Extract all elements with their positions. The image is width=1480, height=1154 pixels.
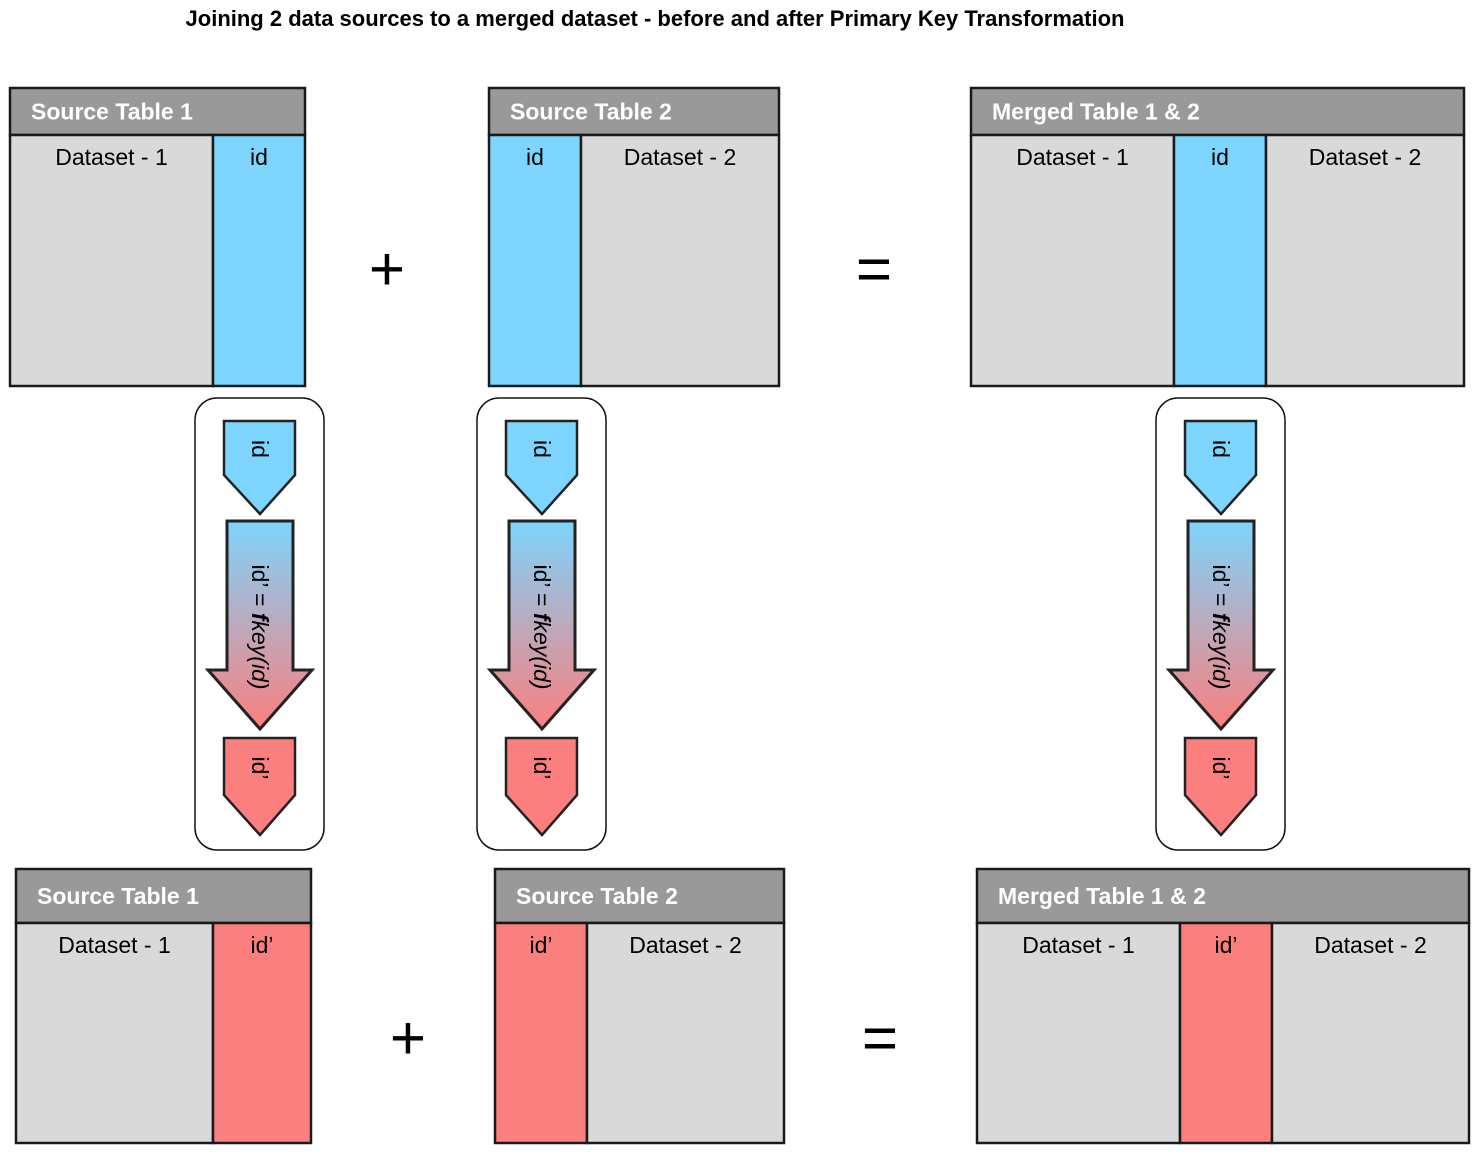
column-body	[14, 921, 215, 1145]
function-name: f	[529, 613, 555, 623]
transform-arrow-icon	[1165, 519, 1277, 732]
column-label: Dataset - 2	[624, 144, 737, 170]
column-label: id’	[1214, 932, 1237, 958]
table-title: Merged Table 1 & 2	[998, 883, 1206, 909]
output-id-label: id’	[1208, 756, 1234, 779]
function-name: f	[1208, 613, 1234, 623]
column-label: Dataset - 1	[1016, 144, 1129, 170]
table-column: Dataset - 2	[579, 133, 781, 388]
table-header	[969, 86, 1466, 137]
table-column: Dataset - 2	[585, 921, 786, 1145]
input-id-label: id	[529, 440, 555, 458]
function-prefix: id’ =	[529, 564, 555, 612]
table-title: Source Table 1	[31, 99, 193, 125]
column-body	[1264, 133, 1466, 388]
output-id-label: id’	[529, 756, 555, 779]
transform-function-label: id’ = fkey(id)	[247, 564, 273, 689]
column-body	[1178, 921, 1274, 1145]
function-prefix: id’ =	[247, 564, 273, 612]
input-id-arrow-icon	[504, 419, 579, 516]
table-header	[8, 86, 307, 137]
column-label: id’	[250, 932, 273, 958]
column-label: id’	[529, 932, 552, 958]
table-title: Source Table 1	[37, 883, 199, 909]
transform-arrow-icon	[204, 519, 316, 732]
transform-function-label: id’ = fkey(id)	[529, 564, 555, 689]
function-rest: key(id)	[529, 621, 555, 690]
table-column: Dataset - 2	[1264, 133, 1466, 388]
column-body	[493, 921, 589, 1145]
column-label: Dataset - 1	[1022, 932, 1135, 958]
column-label: Dataset - 2	[1314, 932, 1427, 958]
table-column: Dataset - 1	[14, 921, 215, 1145]
function-prefix: id’ =	[1208, 564, 1234, 612]
table-title: Source Table 2	[516, 883, 678, 909]
table-title: Merged Table 1 & 2	[992, 99, 1200, 125]
table-header	[487, 86, 781, 137]
table-column: id’	[1178, 921, 1274, 1145]
column-label: id	[250, 144, 268, 170]
table-after-2: Source Table 2 id’ Dataset - 2	[493, 867, 786, 1145]
column-body	[1172, 133, 1268, 388]
plus-operator: +	[390, 1004, 426, 1073]
table-column: id’	[211, 921, 313, 1145]
column-label: Dataset - 2	[629, 932, 742, 958]
table-header	[975, 867, 1471, 925]
table-before-2: Source Table 2 id Dataset - 2	[487, 86, 781, 388]
table-column: id	[211, 133, 307, 388]
equals-operator: =	[862, 1004, 898, 1073]
input-id-label: id	[247, 440, 273, 458]
plus-operator: +	[369, 235, 405, 304]
key-transform-group-1: id id’ = fkey(id) id’	[194, 397, 325, 851]
column-body	[579, 133, 781, 388]
function-name: f	[247, 613, 273, 623]
input-id-arrow-icon	[1183, 419, 1258, 516]
function-rest: key(id)	[1208, 621, 1234, 690]
table-column: Dataset - 2	[1270, 921, 1471, 1145]
input-id-arrow-icon	[222, 419, 297, 516]
table-after-3: Merged Table 1 & 2 Dataset - 1 id’ Dataset …	[975, 867, 1471, 1145]
column-body	[8, 133, 215, 388]
table-column: id’	[493, 921, 589, 1145]
table-column: Dataset - 1	[8, 133, 215, 388]
column-body	[975, 921, 1182, 1145]
input-id-label: id	[1208, 440, 1234, 458]
column-label: id	[526, 144, 544, 170]
column-body	[211, 921, 313, 1145]
key-transform-group-3: id id’ = fkey(id) id’	[1155, 397, 1286, 851]
table-title: Source Table 2	[510, 99, 672, 125]
column-label: Dataset - 2	[1309, 144, 1422, 170]
table-column: Dataset - 1	[975, 921, 1182, 1145]
table-before-3: Merged Table 1 & 2 Dataset - 1 id Dataset -…	[969, 86, 1466, 388]
transform-arrow-icon	[486, 519, 598, 732]
equals-operator: =	[856, 235, 892, 304]
column-body	[1270, 921, 1471, 1145]
table-before-1: Source Table 1 Dataset - 1 id	[8, 86, 307, 388]
column-body	[969, 133, 1176, 388]
output-id-label: id’	[247, 756, 273, 779]
column-label: Dataset - 1	[55, 144, 168, 170]
diagram-title: Joining 2 data sources to a merged datas…	[185, 6, 1125, 31]
output-id-arrow-icon	[504, 736, 579, 837]
column-body	[487, 133, 583, 388]
column-label: Dataset - 1	[58, 932, 171, 958]
transform-function-label: id’ = fkey(id)	[1208, 564, 1234, 689]
function-rest: key(id)	[247, 621, 273, 690]
table-column: Dataset - 1	[969, 133, 1176, 388]
output-id-arrow-icon	[1183, 736, 1258, 837]
key-transform-group-2: id id’ = fkey(id) id’	[476, 397, 607, 851]
table-column: id	[487, 133, 583, 388]
table-header	[493, 867, 786, 925]
output-id-arrow-icon	[222, 736, 297, 837]
table-column: id	[1172, 133, 1268, 388]
column-body	[585, 921, 786, 1145]
column-body	[211, 133, 307, 388]
table-after-1: Source Table 1 Dataset - 1 id’	[14, 867, 313, 1145]
column-label: id	[1211, 144, 1229, 170]
